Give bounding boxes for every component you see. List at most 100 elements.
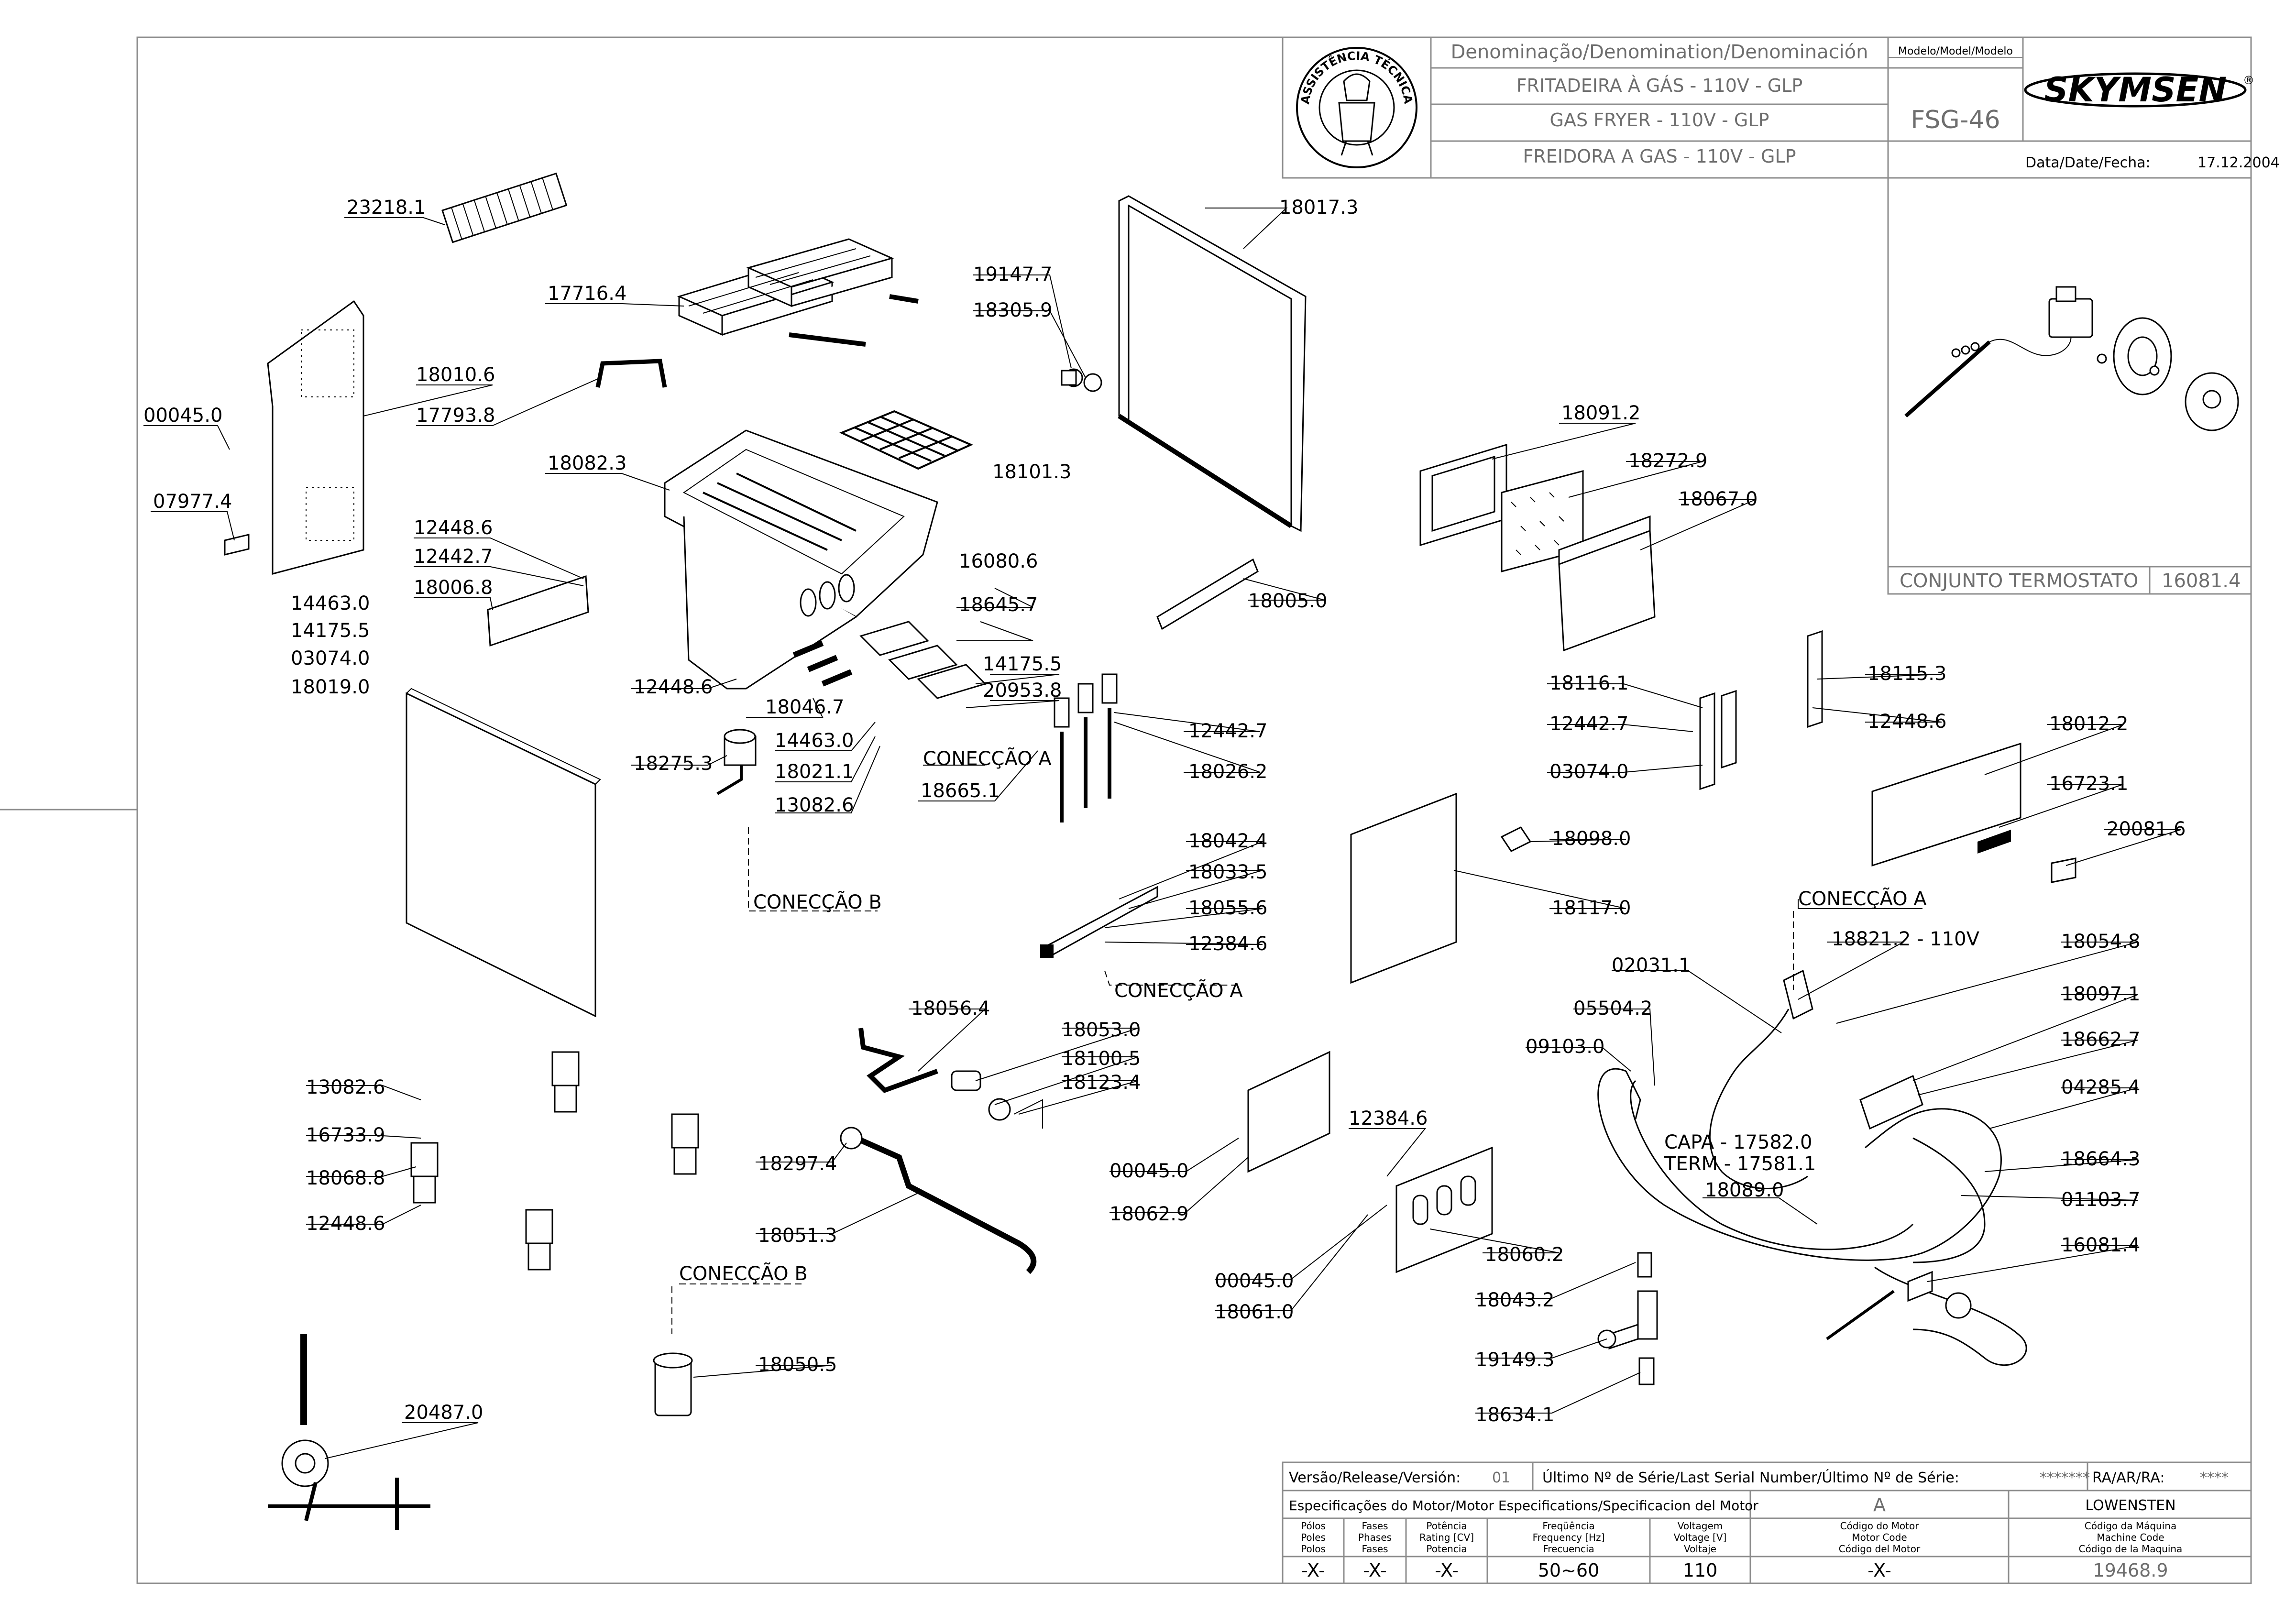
name-es: FREIDORA A GAS - 110V - GLP — [1523, 146, 1796, 167]
brand-swoosh — [2024, 72, 2247, 108]
part-adjustable-feet — [410, 1051, 699, 1271]
header-machine-code-pt: Código da Máquina — [2085, 1520, 2176, 1532]
header-motor-code-es: Código del Motor — [1839, 1543, 1921, 1555]
label-12442-7-b: 12442.7 — [1188, 720, 1267, 742]
label-12442-7-c: 12442.7 — [1549, 713, 1628, 735]
thermostat-set-label: CONJUNTO TERMOSTATO — [1900, 570, 2138, 592]
label-16733-9: 16733.9 — [306, 1124, 385, 1146]
value-frequency: 50~60 — [1538, 1560, 1600, 1581]
label-02031-1: 02031.1 — [1612, 954, 1691, 976]
label-18046-7: 18046.7 — [765, 696, 844, 718]
label-12442-7-a: 12442.7 — [414, 546, 493, 568]
version-value: 01 — [1492, 1469, 1510, 1486]
label-18053-0: 18053.0 — [1062, 1019, 1141, 1041]
label-00045-0-b: 00045.0 — [1110, 1160, 1188, 1182]
label-19149-3: 19149.3 — [1475, 1349, 1554, 1371]
part-gas-pipe-18056 — [858, 1028, 938, 1093]
label-18097-1: 18097.1 — [2061, 983, 2140, 1005]
part-labels: 23218.1 17716.4 18010.6 17793.8 00045.0 … — [143, 197, 2186, 1426]
label-18010-6: 18010.6 — [416, 364, 495, 386]
header-machine-code-en: Machine Code — [2097, 1532, 2164, 1543]
header-poles-pt: Pólos — [1301, 1520, 1326, 1532]
label-18297-4: 18297.4 — [758, 1153, 837, 1175]
part-bracket-18006 — [487, 575, 589, 647]
header-frequency-es: Frecuencia — [1543, 1543, 1594, 1555]
part-bracket-18042 — [1044, 886, 1158, 958]
header-motor-code-en: Motor Code — [1852, 1532, 1907, 1543]
part-fitting-18297 — [840, 1127, 863, 1150]
label-18665-1: 18665.1 — [921, 780, 1000, 802]
svg-text:ASSISTÊNCIA TÉCNICA AUTORIZADA: ASSISTÊNCIA TÉCNICA AUTORIZADA — [0, 0, 1415, 109]
label-14175-5-b: 14175.5 — [983, 653, 1062, 675]
label-18117-0: 18117.0 — [1552, 897, 1631, 919]
part-plate-18012 — [1871, 742, 2021, 867]
label-18645-7: 18645.7 — [959, 594, 1038, 616]
part-side-panel-left — [267, 300, 364, 575]
label-18043-2: 18043.2 — [1475, 1289, 1554, 1311]
label-18100-5: 18100.5 — [1062, 1048, 1141, 1070]
part-fry-tank — [664, 429, 938, 690]
label-18042-4: 18042.4 — [1188, 830, 1267, 852]
motor-spec-label: Especificações do Motor/Motor Especifica… — [1289, 1498, 1758, 1513]
ra-label: RA/AR/RA: — [2092, 1469, 2164, 1486]
header-voltage-pt: Voltagem — [1678, 1520, 1723, 1532]
motor-a-value: A — [1873, 1494, 1886, 1515]
label-18272-9: 18272.9 — [1628, 450, 1707, 472]
name-pt: FRITADEIRA À GÁS - 110V - GLP — [1516, 75, 1803, 96]
label-18055-6: 18055.6 — [1188, 897, 1267, 919]
part-gas-valve-fitting — [1061, 368, 1102, 392]
label-03074-0-b: 03074.0 — [1549, 761, 1628, 783]
authorized-service-seal: ASSISTÊNCIA TÉCNICA AUTORIZADA — [0, 0, 1417, 168]
title-block: Denominação/Denomination/Denominación FR… — [1282, 36, 2280, 179]
label-18123-4: 18123.4 — [1062, 1072, 1141, 1094]
label-18026-2: 18026.2 — [1188, 761, 1267, 783]
part-front-door — [406, 688, 601, 1018]
part-bracket-18116 — [1699, 690, 1737, 790]
header-phases-en: Phases — [1358, 1532, 1392, 1543]
label-term: TERM - 17581.1 — [1664, 1153, 1816, 1175]
label-12448-6-a: 12448.6 — [414, 517, 493, 539]
header-phases-pt: Fases — [1362, 1520, 1388, 1532]
part-bracket-18005 — [1156, 558, 1259, 630]
label-18116-1: 18116.1 — [1549, 672, 1628, 694]
label-07977-4: 07977.4 — [153, 491, 232, 513]
connection-a-2: CONECÇÃO A — [1798, 887, 1927, 910]
label-18098-0: 18098.0 — [1552, 828, 1631, 850]
label-18115-3: 18115.3 — [1868, 663, 1946, 685]
value-machine-code: 19468.9 — [2093, 1560, 2168, 1581]
part-plate-18060 — [1395, 1146, 1493, 1273]
label-18275-3: 18275.3 — [634, 753, 713, 775]
connection-b-1: CONECÇÃO B — [753, 890, 882, 913]
header-motor-code-pt: Código do Motor — [1840, 1520, 1920, 1532]
value-poles: -X- — [1301, 1560, 1325, 1581]
label-05504-2: 05504.2 — [1573, 998, 1652, 1020]
part-burner-tubes — [1054, 673, 1118, 822]
version-label: Versão/Release/Versión: — [1289, 1469, 1461, 1486]
label-13082-6-b: 13082.6 — [306, 1076, 385, 1098]
label-03074-0-a: 03074.0 — [291, 647, 370, 669]
label-18051-3: 18051.3 — [758, 1225, 837, 1247]
header-rating-pt: Potência — [1426, 1520, 1467, 1532]
footer-block: Versão/Release/Versión: 01 Último Nº de … — [1282, 1461, 2252, 1584]
label-04285-4: 04285.4 — [2061, 1076, 2140, 1098]
part-grid — [839, 410, 973, 470]
label-18068-8: 18068.8 — [306, 1167, 385, 1189]
part-small-label — [224, 534, 250, 556]
connection-labels: CONECÇÃO A CONECÇÃO B CONECÇÃO A CONECÇÃ… — [679, 747, 1927, 1285]
connection-b-2: CONECÇÃO B — [679, 1262, 808, 1285]
label-18305-9: 18305.9 — [973, 299, 1052, 321]
value-voltage: 110 — [1683, 1560, 1718, 1581]
label-18021-1: 18021.1 — [775, 761, 854, 783]
label-18006-8: 18006.8 — [414, 577, 493, 599]
label-12384-6-b: 12384.6 — [1349, 1108, 1428, 1130]
label-14463-0-b: 14463.0 — [775, 730, 854, 752]
label-19147-7: 19147.7 — [973, 263, 1052, 285]
header-machine-code-es: Código de la Maquina — [2079, 1543, 2183, 1555]
label-20081-6: 20081.6 — [2107, 818, 2186, 840]
label-23218-1: 23218.1 — [347, 197, 426, 219]
leader-lines — [143, 208, 2181, 1459]
part-label-20081 — [2051, 857, 2076, 883]
header-voltage-es: Voltaje — [1684, 1543, 1716, 1555]
label-00045-0-c: 00045.0 — [1215, 1270, 1294, 1292]
label-12384-6-a: 12384.6 — [1188, 933, 1267, 955]
